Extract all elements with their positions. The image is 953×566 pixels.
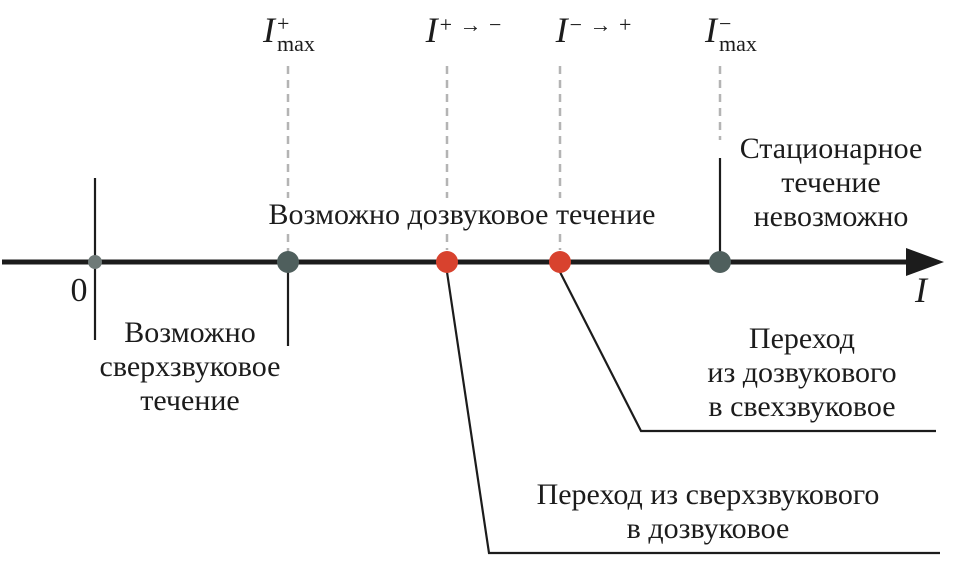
label-line: течение [140,384,240,418]
imax-plus-point [277,251,299,273]
axis-i-label: I [915,270,927,310]
zero-point [88,255,102,269]
label-line: течение [781,166,881,200]
label-line: Переход из сверхзвукового [536,478,880,511]
label-line: Возможно [124,316,256,349]
label-plus-to-minus: I+ → − [426,12,503,48]
label-subsonic-possible: Возможно дозвуковое течение [264,198,660,233]
label-stationary-impossible: Стационарное течение невозможно [740,132,923,235]
imax-plus-sup: + [277,10,290,36]
plus-to-minus-base: I [425,10,438,50]
minus-to-plus-base: I [555,10,568,50]
label-line: невозможно [753,200,909,234]
imax-minus-base: I [705,10,718,50]
leader-sub-to-super [559,271,936,433]
label-line: сверхзвуковое [99,350,281,384]
minus-to-plus-sup: − → + [569,12,633,38]
imax-minus-sup: − [719,10,732,36]
leader-super-to-sub [445,271,940,555]
imax-minus-point [709,251,731,273]
label-line: в дозвуковое [626,512,790,546]
label-imax-minus: I−max [705,12,757,54]
label-line: Переход [748,322,856,355]
imax-plus-sub: max [277,30,315,56]
label-line: в свехзвуковое [708,390,896,424]
label-line: Стационарное [739,132,923,165]
axis-arrowhead-icon [906,248,944,276]
label-transition-sub-to-super: Переход из дозвукового в свехзвуковое [707,322,896,425]
label-supersonic-possible: Возможно сверхзвуковое течение [100,316,281,419]
label-imax-plus: I+max [263,12,315,54]
imax-minus-sub: max [719,30,757,56]
label-transition-super-to-sub: Переход из сверхзвукового в дозвуковое [537,478,880,546]
label-line: из дозвукового [707,356,897,390]
imax-plus-base: I [263,10,276,50]
label-minus-to-plus: I− → + [556,12,633,48]
plus-to-minus-sup: + → − [439,12,503,38]
minus-to-plus-point [549,251,571,273]
plus-to-minus-point [436,251,458,273]
zero-label: 0 [70,272,88,309]
